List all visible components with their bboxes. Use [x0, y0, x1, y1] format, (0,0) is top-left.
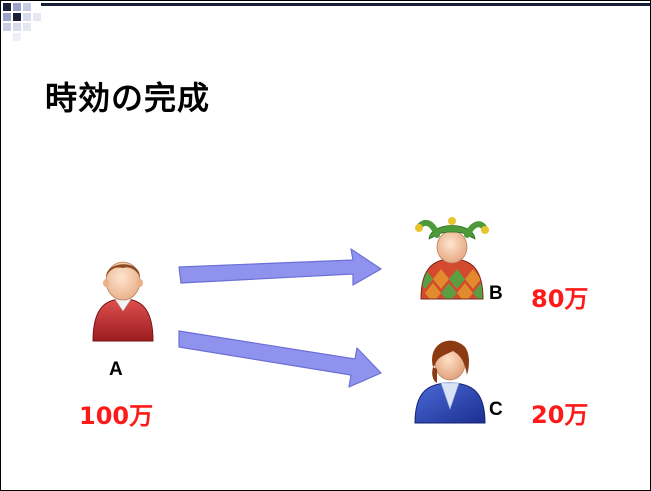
top-rule-line	[41, 3, 650, 6]
corner-squares-decoration	[3, 3, 41, 41]
slide-title: 時効の完成	[45, 79, 211, 117]
person-b-label: B	[489, 283, 503, 304]
person-b-amount: 80万	[531, 285, 589, 313]
slide-top-rule	[1, 1, 650, 13]
person-a-label: A	[109, 359, 123, 380]
person-c-amount: 20万	[531, 401, 589, 429]
arrow-a-to-c	[178, 330, 382, 388]
businesswoman-icon	[414, 340, 486, 424]
arrow-a-to-b	[178, 248, 382, 286]
person-a-amount: 100万	[79, 402, 154, 430]
person-c-label: C	[489, 399, 503, 420]
jester-person-icon	[415, 217, 489, 300]
person-red-sweater-icon	[92, 261, 154, 342]
